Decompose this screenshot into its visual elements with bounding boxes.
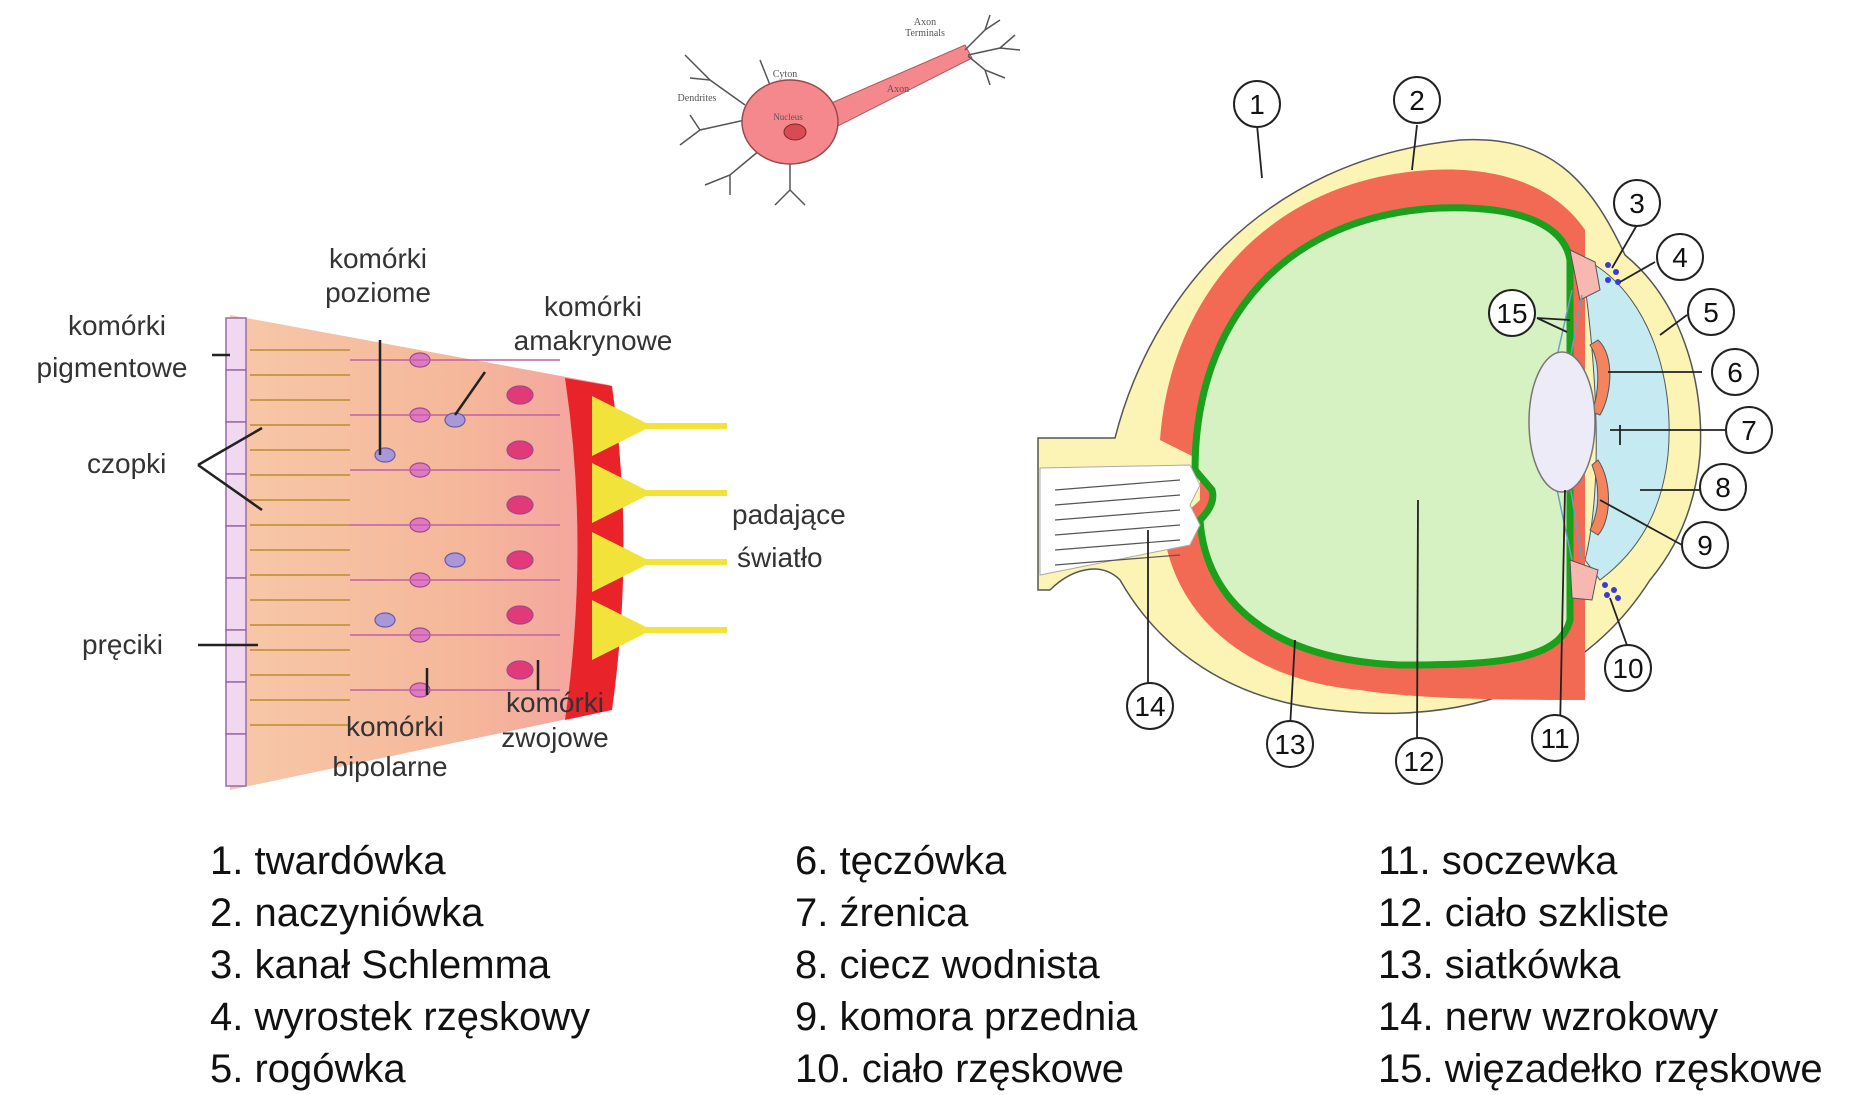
neuron-cell-body [742, 80, 838, 164]
label-bipolar-cells-2: bipolarne [332, 751, 447, 782]
eye-num-14: 14 [1134, 691, 1165, 722]
eye-num-4: 4 [1672, 242, 1688, 273]
eye-num-9: 9 [1697, 530, 1713, 561]
eye-num-15: 15 [1496, 298, 1527, 329]
legend-column-1: 1. twardówka 2. naczyniówka 3. kanał Sch… [210, 835, 590, 1095]
neuron-diagram: Axon Terminals Cyton Dendrites Axon Nucl… [678, 15, 1020, 205]
eye-num-13: 13 [1274, 729, 1305, 760]
label-cones: czopki [87, 448, 166, 479]
eye-num-3: 3 [1629, 188, 1645, 219]
legend-item: 13. siatkówka [1378, 939, 1823, 991]
eye-num-7: 7 [1741, 415, 1757, 446]
legend-item: 6. tęczówka [795, 835, 1137, 887]
label-pigment-cells-1: komórki [68, 310, 166, 341]
legend-item: 11. soczewka [1378, 835, 1823, 887]
legend-item: 8. ciecz wodnista [795, 939, 1137, 991]
legend-item: 4. wyrostek rzęskowy [210, 991, 590, 1043]
legend-item: 15. więzadełko rzęskowe [1378, 1043, 1823, 1095]
legend-column-3: 11. soczewka 12. ciało szkliste 13. siat… [1378, 835, 1823, 1095]
label-cyton: Cyton [773, 69, 797, 80]
legend-item: 5. rogówka [210, 1043, 590, 1095]
label-amacrine-cells-1: komórki [544, 291, 642, 322]
legend-item: 3. kanał Schlemma [210, 939, 590, 991]
legend-item: 14. nerw wzrokowy [1378, 991, 1823, 1043]
light-arrows [640, 426, 727, 630]
label-axon-terminals-1: Axon [914, 17, 936, 28]
label-horizontal-cells-1: komórki [329, 243, 427, 274]
neuron-nucleus [784, 124, 806, 140]
label-bipolar-cells-1: komórki [346, 711, 444, 742]
eye-num-11: 11 [1540, 723, 1569, 754]
legend-item: 2. naczyniówka [210, 887, 590, 939]
eye-num-8: 8 [1715, 472, 1731, 503]
legend-item: 7. źrenica [795, 887, 1137, 939]
legend-column-2: 6. tęczówka 7. źrenica 8. ciecz wodnista… [795, 835, 1137, 1095]
eye-num-10: 10 [1612, 653, 1643, 684]
label-light-1: padające [732, 499, 846, 530]
legend-item: 12. ciało szkliste [1378, 887, 1823, 939]
label-light-2: światło [737, 542, 823, 573]
label-pigment-cells-2: pigmentowe [37, 352, 188, 383]
eye-lens [1529, 352, 1595, 492]
eye-num-12: 12 [1403, 746, 1434, 777]
label-ganglion-cells-1: komórki [506, 687, 604, 718]
label-horizontal-cells-2: poziome [325, 277, 431, 308]
eye-diagram: 1 2 3 4 5 6 7 8 9 10 11 12 13 14 15 [1038, 77, 1772, 784]
eye-num-2: 2 [1409, 85, 1425, 116]
label-nucleus: Nucleus [773, 112, 803, 122]
legend-item: 10. ciało rzęskowe [795, 1043, 1137, 1095]
eye-num-6: 6 [1727, 357, 1743, 388]
eye-num-1: 1 [1249, 89, 1265, 120]
label-dendrites: Dendrites [678, 93, 717, 104]
legend-item: 1. twardówka [210, 835, 590, 887]
legend-item: 9. komora przednia [795, 991, 1137, 1043]
eye-num-5: 5 [1703, 297, 1719, 328]
label-rods: pręciki [82, 629, 163, 660]
label-ganglion-cells-2: zwojowe [501, 722, 608, 753]
retina-diagram: komórki poziome komórki amakrynowe komór… [37, 243, 846, 790]
label-amacrine-cells-2: amakrynowe [514, 325, 673, 356]
pigment-cells [226, 318, 246, 786]
label-axon-terminals-2: Terminals [905, 28, 945, 39]
label-axon: Axon [887, 84, 909, 95]
